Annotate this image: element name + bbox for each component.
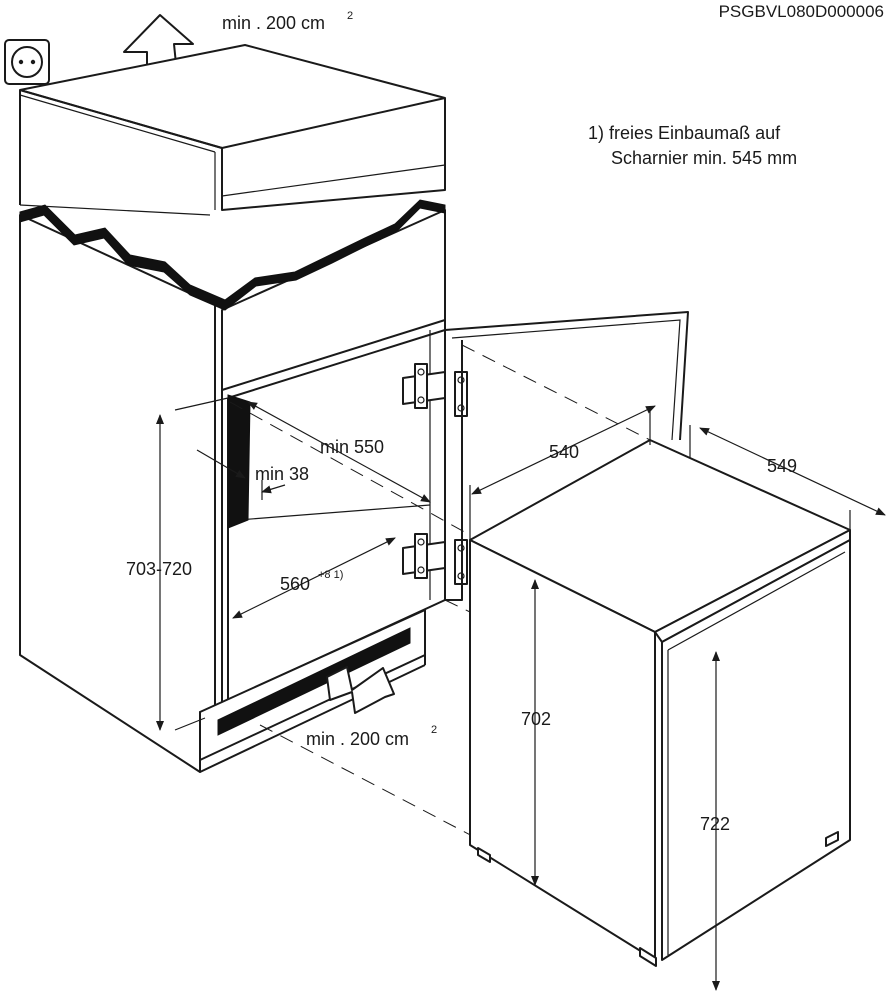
niche-height-label: 703-720 bbox=[126, 559, 192, 579]
top-ventilation-sup: 2 bbox=[347, 10, 353, 22]
document-id: PSGBVL080D000006 bbox=[719, 2, 884, 21]
footnote-line-2: Scharnier min. 545 mm bbox=[611, 148, 797, 168]
appliance-total-height-label: 722 bbox=[700, 814, 730, 834]
niche-height-dimension bbox=[156, 397, 229, 731]
hinge-upper bbox=[402, 363, 468, 417]
appliance-depth-dimension bbox=[689, 425, 886, 530]
appliance-body-height-label: 702 bbox=[521, 709, 551, 729]
niche-depth-label: min 550 bbox=[320, 437, 384, 457]
appliance-depth-label: 549 bbox=[767, 456, 797, 476]
bottom-ventilation-sup: 2 bbox=[431, 724, 437, 736]
footnote-line-1: 1) freies Einbaumaß auf bbox=[588, 123, 781, 143]
appliance-width-dimension bbox=[469, 405, 656, 540]
niche-width-label: 560 bbox=[280, 574, 310, 594]
hinge-lower bbox=[402, 533, 468, 585]
side-gap-label: min 38 bbox=[255, 464, 309, 484]
top-ventilation-label: min . 200 cm bbox=[222, 13, 325, 33]
niche-width-dimension bbox=[232, 537, 396, 619]
appliance-width-label: 540 bbox=[549, 442, 579, 462]
inflow-arrow-icon bbox=[326, 666, 395, 714]
socket-icon bbox=[4, 39, 50, 85]
appliance bbox=[469, 439, 851, 967]
cabinet-door bbox=[444, 311, 689, 601]
niche-depth-dimension bbox=[229, 401, 471, 536]
side-gap-dimension bbox=[196, 449, 286, 500]
niche-width-sup: +8 1) bbox=[318, 569, 343, 581]
kitchen-cabinet bbox=[19, 44, 446, 773]
break-line bbox=[19, 199, 446, 311]
bottom-ventilation-label: min . 200 cm bbox=[306, 729, 409, 749]
